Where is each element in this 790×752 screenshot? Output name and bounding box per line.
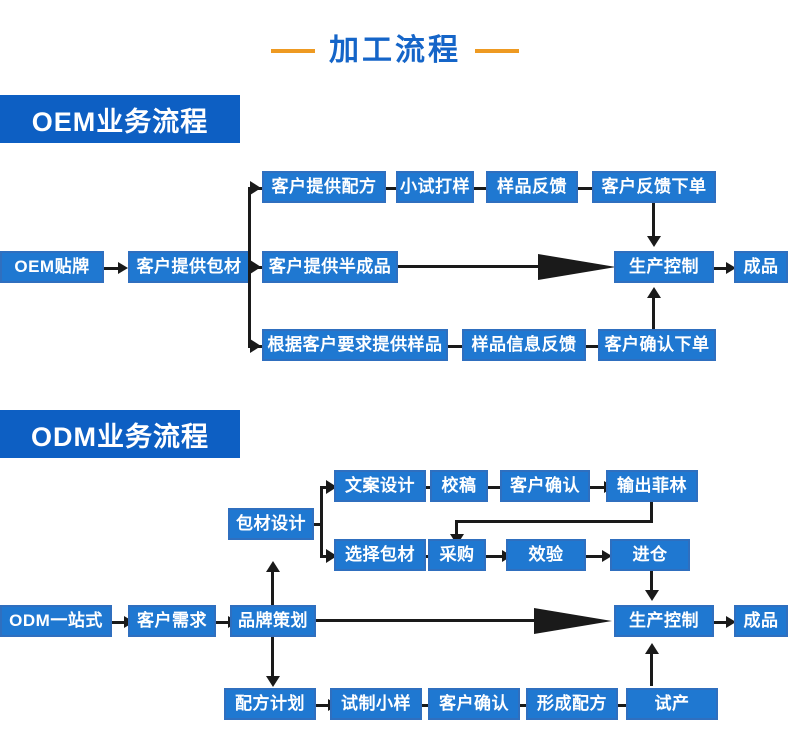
arrow-odm-trial-to-control bbox=[645, 643, 659, 654]
node-oem-top-3[interactable]: 客户反馈下单 bbox=[592, 171, 716, 203]
node-oem-top-1[interactable]: 小试打样 bbox=[396, 171, 474, 203]
line-odm-planning-to-formula bbox=[271, 637, 274, 679]
arrow-odm-planning-to-formula bbox=[266, 676, 280, 687]
branch-stub-odm-copy bbox=[320, 486, 330, 489]
branch-bus-odm-package bbox=[320, 487, 323, 557]
node-oem-bottom-0[interactable]: 根据客户要求提供样品 bbox=[262, 329, 448, 361]
node-odm-bottom-2[interactable]: 客户确认 bbox=[428, 688, 520, 720]
node-odm-mid-1[interactable]: 采购 bbox=[428, 539, 486, 571]
branch-arrow-oem-mid bbox=[250, 260, 261, 274]
node-oem-bottom-2[interactable]: 客户确认下单 bbox=[598, 329, 716, 361]
node-odm-mid-3[interactable]: 进仓 bbox=[610, 539, 690, 571]
branch-arrow-oem-bottom bbox=[250, 339, 261, 353]
node-odm-bottom-3[interactable]: 形成配方 bbox=[526, 688, 618, 720]
node-oem-control[interactable]: 生产控制 bbox=[614, 251, 714, 283]
node-odm-finished[interactable]: 成品 bbox=[734, 605, 788, 637]
arrow-odm-planning-to-control bbox=[316, 608, 616, 634]
line-oem-bottom-to-control bbox=[652, 296, 655, 329]
branch-arrow-odm-copy bbox=[326, 480, 337, 494]
node-odm-package-design[interactable]: 包材设计 bbox=[228, 508, 314, 540]
branch-stub-odm-package bbox=[314, 523, 322, 526]
node-odm-control[interactable]: 生产控制 bbox=[614, 605, 714, 637]
node-oem-finished[interactable]: 成品 bbox=[734, 251, 788, 283]
node-odm-bottom-0[interactable]: 配方计划 bbox=[224, 688, 316, 720]
node-oem-start[interactable]: OEM贴牌 bbox=[0, 251, 104, 283]
line-oem-top-to-control bbox=[652, 203, 655, 239]
node-oem-top-2[interactable]: 样品反馈 bbox=[486, 171, 578, 203]
branch-arrow-odm-select bbox=[326, 549, 337, 563]
node-odm-mid-2[interactable]: 效验 bbox=[506, 539, 586, 571]
line-odm-storage-to-control bbox=[650, 571, 653, 593]
line-odm-film-down bbox=[650, 502, 653, 522]
node-odm-start[interactable]: ODM一站式 bbox=[0, 605, 112, 637]
line-odm-film-left bbox=[455, 520, 653, 523]
arrow-oem-top-to-control bbox=[647, 236, 661, 247]
branch-arrow-oem-top bbox=[250, 181, 261, 195]
node-odm-demand[interactable]: 客户需求 bbox=[128, 605, 216, 637]
line-odm-trial-to-control bbox=[650, 652, 653, 686]
node-odm-mid-0[interactable]: 选择包材 bbox=[334, 539, 426, 571]
node-oem-packaging[interactable]: 客户提供包材 bbox=[128, 251, 250, 283]
arrow-odm-planning-to-package bbox=[266, 561, 280, 572]
arrow-oem-mid-to-control bbox=[398, 254, 616, 280]
node-odm-bottom-4[interactable]: 试产 bbox=[626, 688, 718, 720]
node-oem-top-0[interactable]: 客户提供配方 bbox=[262, 171, 386, 203]
node-odm-top-1[interactable]: 校稿 bbox=[430, 470, 488, 502]
section-header-oem: OEM业务流程 bbox=[0, 95, 240, 143]
page-title: 加工流程 bbox=[0, 36, 790, 66]
line-odm-film-to-purchase bbox=[455, 520, 458, 537]
title-dash-right bbox=[475, 49, 519, 53]
node-oem-mid-0[interactable]: 客户提供半成品 bbox=[262, 251, 398, 283]
title-dash-left bbox=[271, 49, 315, 53]
node-odm-planning[interactable]: 品牌策划 bbox=[230, 605, 316, 637]
arrow-oem-bottom-to-control bbox=[647, 287, 661, 298]
branch-stub-odm-select bbox=[320, 555, 330, 558]
node-odm-top-3[interactable]: 输出菲林 bbox=[606, 470, 698, 502]
node-oem-bottom-1[interactable]: 样品信息反馈 bbox=[462, 329, 586, 361]
node-odm-top-0[interactable]: 文案设计 bbox=[334, 470, 426, 502]
node-odm-top-2[interactable]: 客户确认 bbox=[500, 470, 590, 502]
section-header-odm: ODM业务流程 bbox=[0, 410, 240, 458]
node-odm-bottom-1[interactable]: 试制小样 bbox=[330, 688, 422, 720]
line-odm-planning-to-package bbox=[271, 570, 274, 605]
page-title-text: 加工流程 bbox=[329, 34, 461, 67]
arrow-odm-storage-to-control bbox=[645, 590, 659, 601]
